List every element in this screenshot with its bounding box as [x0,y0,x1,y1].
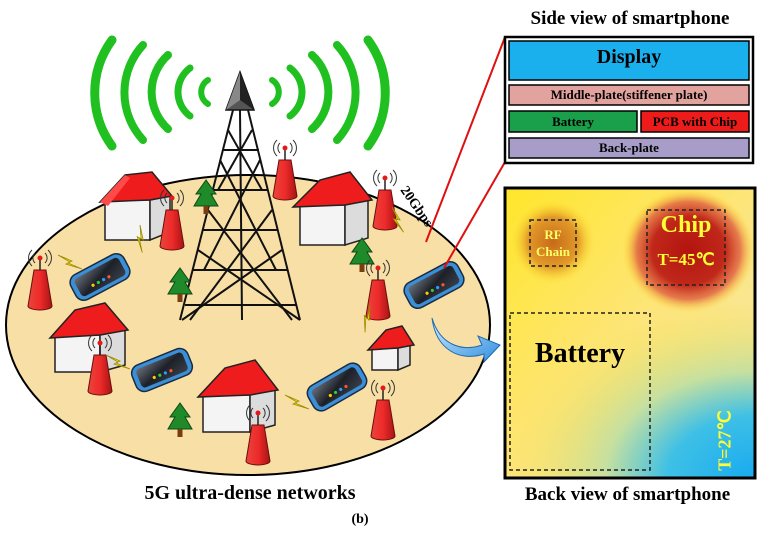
chip-box [646,209,726,286]
battery-region-label: Battery [534,338,626,369]
house-2 [291,171,374,247]
network-caption: 5G ultra-dense networks [144,482,356,504]
back-view-panel [503,186,757,480]
chip-label: Chip [660,212,712,238]
signal-waves [90,35,390,151]
house-1 [98,171,174,242]
middle-plate-layer [508,84,750,106]
display-label: Display [596,46,662,68]
battery-layer [508,110,638,133]
ambient-temperature: T=27℃ [714,410,735,471]
zoom-lines [425,36,506,269]
back-plate-label: Back-plate [599,140,659,155]
pcb-layer [640,110,750,133]
base-station-tower [179,109,301,321]
battery-layer-label: Battery [552,114,594,129]
house-4 [196,359,280,433]
chip-heat [622,188,755,313]
figure-label: (b) [351,512,369,527]
house-5 [366,325,416,372]
back-plate-layer [508,137,750,159]
network-scene: 20Gbps [5,35,501,476]
zoom-arrow-icon [431,317,501,364]
side-view-title: Side view of smartphone [530,8,730,29]
middle-plate-label: Middle-plate(stiffener plate) [550,87,708,102]
display-layer [508,40,750,81]
small-cell-antenna-icon [272,139,298,201]
chip-temperature: T=45℃ [657,250,715,269]
rf-chain-label: RF Chain [536,227,570,259]
battery-box [509,312,651,471]
tower-antenna-head [224,69,256,111]
rf-chain-box [529,219,577,267]
back-view-title: Back view of smartphone [524,484,731,505]
pcb-label: PCB with Chip [652,114,738,129]
rf-chain-heat [511,200,595,284]
side-view-panel [503,35,755,165]
